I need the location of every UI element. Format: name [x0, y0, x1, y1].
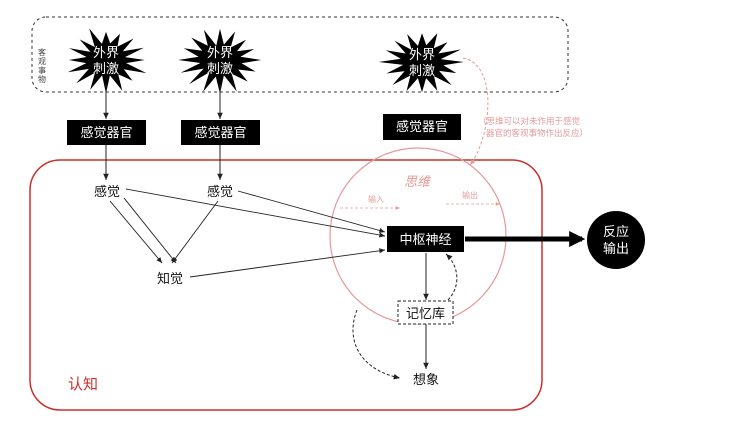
stimulus-burst-shape [178, 28, 262, 94]
arrow-sensation1-perception [109, 200, 163, 264]
thinking-input-label: 输入 [368, 194, 384, 204]
objective-label-char-2: 观 [38, 57, 46, 66]
reaction-label-line-1: 反应 [603, 224, 629, 240]
memory-bank-node: 记忆库 [397, 300, 454, 325]
cognition-box [29, 159, 543, 411]
sense-organ-label-2: 感觉器官 [194, 125, 246, 141]
memory-bank-label: 记忆库 [406, 306, 445, 322]
imagination: 想象 [413, 372, 439, 388]
arrow-stimulus3-thinking [462, 57, 489, 166]
central-nervous-label: 中枢神经 [399, 233, 451, 248]
thinking-note-line-2: 器官的客观事物作出反应） [486, 128, 588, 139]
arrow-perception-central [189, 248, 386, 278]
arrow-sensation1-perception-b [123, 197, 177, 264]
objective-label-char-4: 物 [38, 74, 46, 84]
stimulus-label-line-2: 刺激 [93, 62, 119, 77]
reaction-label-line-2: 输出 [603, 241, 629, 257]
arrow-sensation1-central [125, 188, 386, 238]
stimulus-label-line-2: 刺激 [207, 62, 233, 77]
sense-organ-label-3: 感觉器官 [396, 119, 448, 135]
stimulus-label-line-1: 外界 [409, 48, 435, 63]
stimulus-label-line-1: 外界 [207, 46, 233, 61]
arrow-sensation2-perception [171, 200, 219, 264]
sensation-1: 感觉 [94, 184, 120, 200]
sense-organ-2: 感觉器官 [181, 120, 260, 145]
stimulus-burst-shape [378, 33, 464, 93]
arrow-thinking-imagination-dashed [352, 309, 401, 380]
objective-things-box [31, 16, 569, 93]
objective-label-char-3: 事 [38, 65, 46, 75]
stimulus-burst-shape [67, 28, 147, 94]
sense-organ-1: 感觉器官 [67, 120, 146, 145]
arrow-memory-central-feedback [445, 253, 458, 301]
thinking-note: （思维可以对未作用于感觉 器官的客观事物作出反应） [478, 116, 588, 139]
central-nervous-node: 中枢神经 [387, 226, 464, 252]
objective-label-char-1: 客 [38, 47, 46, 57]
stimulus-label-line-1: 外界 [93, 46, 119, 61]
thinking-note-line-1: （思维可以对未作用于感觉 [478, 116, 581, 127]
cognition-label: 认知 [68, 375, 98, 393]
reaction-output-node: 反应 输出 [587, 211, 645, 269]
sense-organ-label-1: 感觉器官 [80, 125, 132, 141]
sensation-2: 感觉 [207, 184, 233, 200]
objective-things-label: 客 观 事 物 [38, 47, 46, 84]
thinking-output-label: 输出 [462, 190, 478, 200]
sense-organ-3: 感觉器官 [383, 114, 461, 140]
arrow-sensation2-central [237, 190, 386, 233]
perception: 知觉 [157, 271, 183, 287]
thinking-title: 思维 [404, 175, 432, 190]
stimulus-label-line-2: 刺激 [409, 64, 435, 79]
